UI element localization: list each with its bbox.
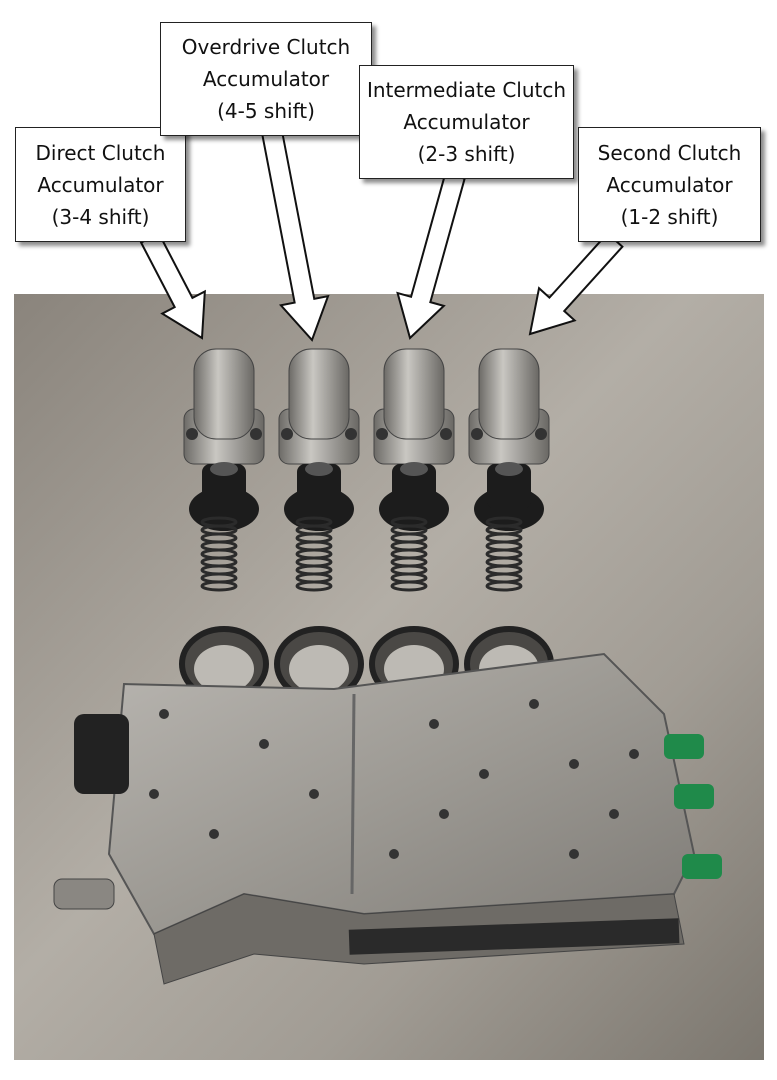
label-line: Accumulator (202, 67, 330, 91)
spring-coil (295, 580, 333, 592)
label-line: (2-3 shift) (417, 142, 516, 166)
plate-hole (629, 749, 639, 759)
accumulator-cap (193, 348, 255, 440)
piston-bore (305, 462, 333, 476)
plate-hole (609, 809, 619, 819)
label-line: Accumulator (403, 110, 530, 134)
bolt-icon (186, 428, 198, 440)
bolt-icon (281, 428, 293, 440)
label-line: (1-2 shift) (620, 204, 719, 229)
connector-black (74, 714, 129, 794)
label-intermediate-clutch-accumulator: Intermediate Clutch Accumulator (2-3 shi… (359, 65, 574, 179)
piston-bore (495, 462, 523, 476)
valve-body-photo (14, 294, 764, 1060)
label-overdrive-clutch-accumulator: Overdrive Clutch Accumulator (4-5 shift) (160, 22, 372, 136)
piston-bore (210, 462, 238, 476)
spring-coil (390, 580, 428, 592)
label-line: Accumulator (37, 172, 164, 197)
accumulator-bore-inner (289, 645, 349, 693)
label-line: Accumulator (606, 172, 733, 197)
bolt-icon (535, 428, 547, 440)
label-line: (4-5 shift) (217, 99, 315, 123)
plate-hole (259, 739, 269, 749)
plate-hole (569, 759, 579, 769)
label-direct-clutch-accumulator: Direct Clutch Accumulator (3-4 shift) (15, 127, 186, 242)
accumulator-2 (274, 348, 364, 702)
plate-hole (529, 699, 539, 709)
plate-hole (569, 849, 579, 859)
plate-hole (389, 849, 399, 859)
label-line: (3-4 shift) (51, 204, 150, 229)
piston-bore (400, 462, 428, 476)
plate-hole (429, 719, 439, 729)
label-line: Overdrive Clutch (181, 35, 351, 59)
plate-hole (479, 769, 489, 779)
label-line: Intermediate Clutch (366, 78, 567, 102)
label-line: Second Clutch (597, 140, 742, 165)
label-line: Direct Clutch (35, 140, 166, 165)
accumulator-bore-inner (194, 645, 254, 693)
piston (297, 464, 341, 509)
accumulator-cap (478, 348, 540, 440)
label-second-clutch-accumulator: Second Clutch Accumulator (1-2 shift) (578, 127, 761, 242)
piston (487, 464, 531, 509)
bolt-icon (376, 428, 388, 440)
piston (202, 464, 246, 509)
piston (392, 464, 436, 509)
bolt-icon (440, 428, 452, 440)
spring-coil (200, 580, 238, 592)
connector-green (664, 734, 704, 759)
valve-body (53, 652, 722, 985)
bolt-icon (471, 428, 483, 440)
spring-coil (485, 580, 523, 592)
plate-hole (209, 829, 219, 839)
plate-hole (149, 789, 159, 799)
bolt-icon (250, 428, 262, 440)
plate-hole (309, 789, 319, 799)
accumulator-cap (288, 348, 350, 440)
accumulator-1 (179, 348, 269, 702)
plate-hole (159, 709, 169, 719)
plate-hole (439, 809, 449, 819)
bolt-icon (345, 428, 357, 440)
accumulator-cap (383, 348, 445, 440)
